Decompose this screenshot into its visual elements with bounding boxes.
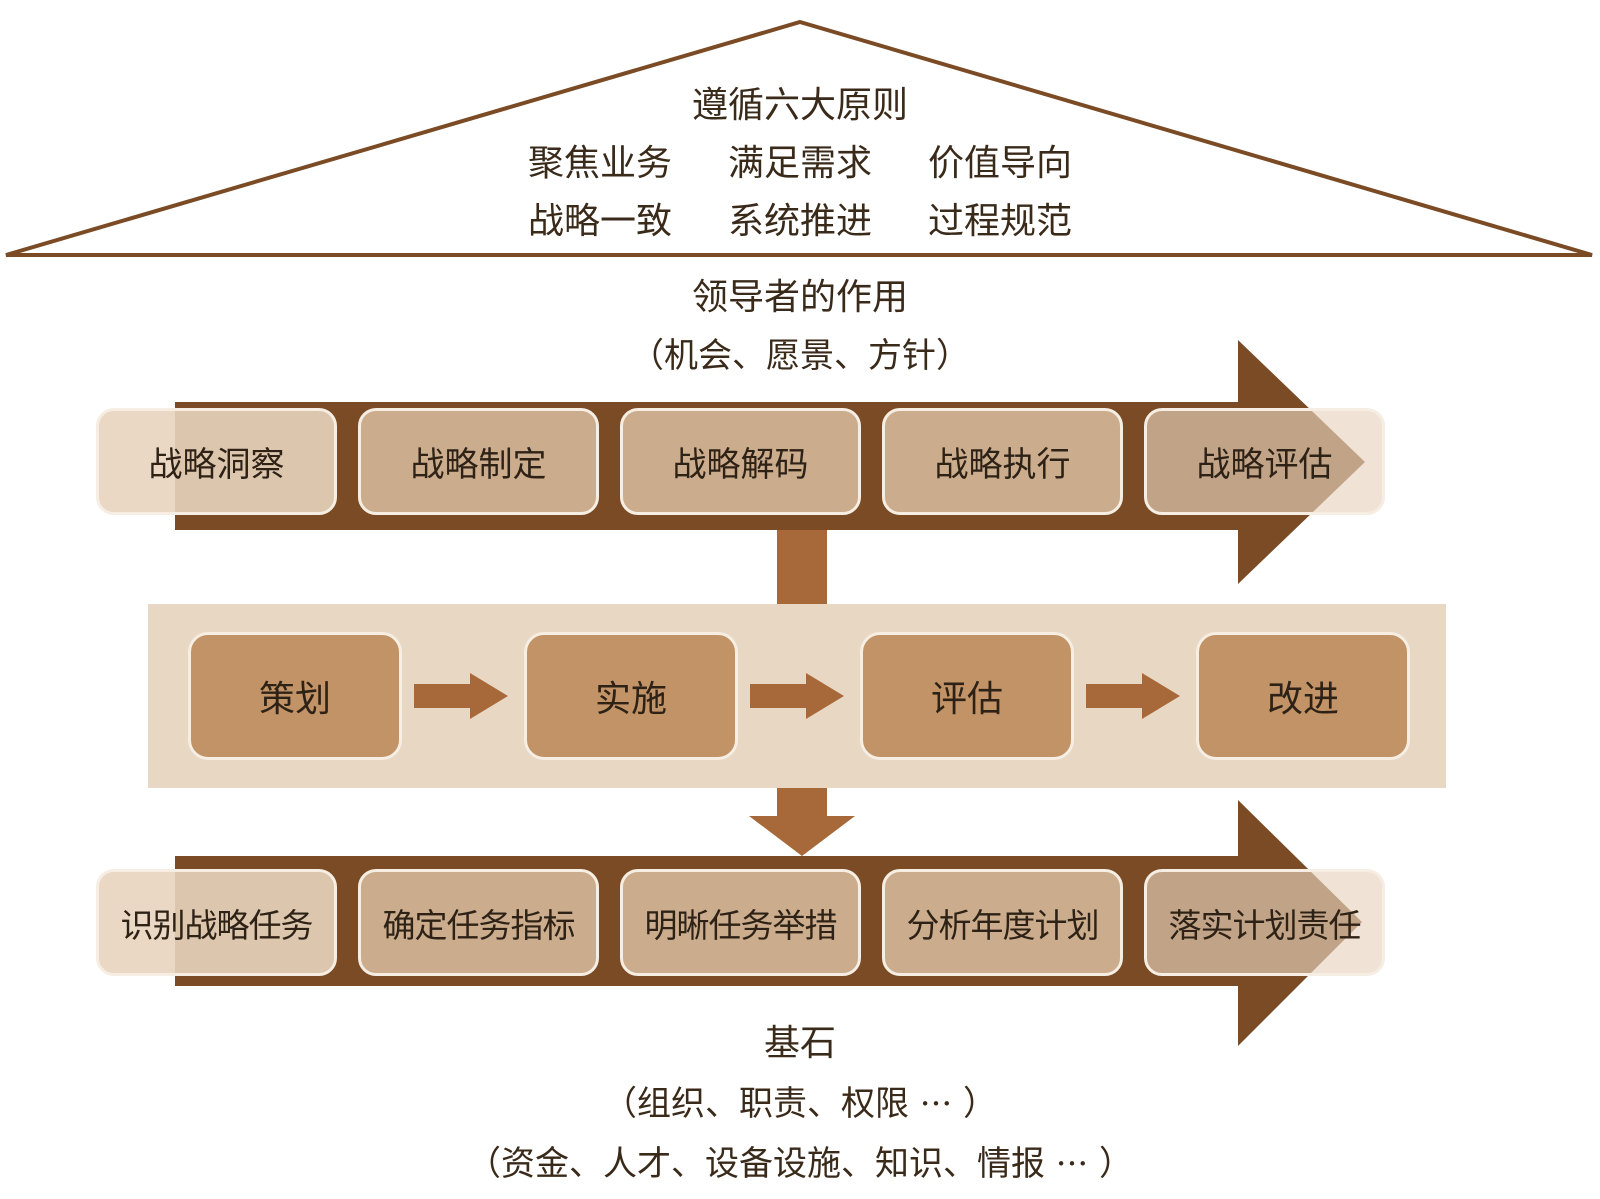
strategy-step: 战略执行 <box>882 408 1123 515</box>
task-steps-row: 识别战略任务 确定任务指标 明晰任务举措 分析年度计划 落实计划责任 <box>96 869 1385 976</box>
leader-title: 领导者的作用 <box>691 277 908 318</box>
principle: 满足需求 <box>727 143 872 184</box>
pdca-step-act: 改进 <box>1196 632 1410 760</box>
principle: 战略一致 <box>527 201 672 242</box>
pdca-step-do: 实施 <box>524 632 738 760</box>
strategy-step: 战略评估 <box>1144 408 1385 515</box>
connector-bar <box>777 530 827 608</box>
roof-outline <box>5 19 1593 257</box>
strategy-step: 战略制定 <box>358 408 599 515</box>
strategy-step: 战略解码 <box>620 408 861 515</box>
task-step: 分析年度计划 <box>882 869 1123 976</box>
principle: 过程规范 <box>927 201 1072 242</box>
base-subtitle-2: （资金、人才、设备设施、知识、情报 ··· ） <box>466 1144 1134 1184</box>
base-title: 基石 <box>763 1023 836 1064</box>
leader-subtitle: （机会、愿景、方针） <box>630 336 970 376</box>
roof-title: 遵循六大原则 <box>691 85 908 126</box>
pdca-step-check: 评估 <box>860 632 1074 760</box>
strategy-steps-row: 战略洞察 战略制定 战略解码 战略执行 战略评估 <box>96 408 1385 515</box>
pdca-arrow-icon <box>750 673 844 719</box>
principles-row-1: 聚焦业务 满足需求 价值导向 <box>0 134 1600 186</box>
pdca-step-plan: 策划 <box>188 632 402 760</box>
task-step: 明晰任务举措 <box>620 869 861 976</box>
down-arrow-icon <box>749 788 855 856</box>
principle: 系统推进 <box>727 201 872 242</box>
task-step: 落实计划责任 <box>1144 869 1385 976</box>
strategy-step: 战略洞察 <box>96 408 337 515</box>
principles-row-2: 战略一致 系统推进 过程规范 <box>0 192 1600 244</box>
pdca-arrow-icon <box>414 673 508 719</box>
task-step: 确定任务指标 <box>358 869 599 976</box>
principle: 聚焦业务 <box>527 143 672 184</box>
principle: 价值导向 <box>927 143 1072 184</box>
base-subtitle-1: （组织、职责、权限 ··· ） <box>602 1084 998 1124</box>
task-step: 识别战略任务 <box>96 869 337 976</box>
pdca-arrow-icon <box>1086 673 1180 719</box>
